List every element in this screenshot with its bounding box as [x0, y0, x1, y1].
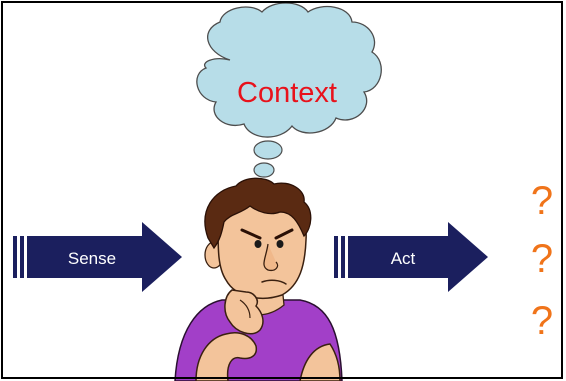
thought-bubble-small-2: [253, 162, 275, 178]
sense-arrow-shape: [27, 222, 182, 292]
person-hand: [224, 289, 264, 335]
thought-cloud: Context: [196, 2, 382, 192]
question-mark-1: ?: [531, 179, 553, 223]
person-hair: [204, 177, 312, 250]
cloud-shape: [196, 2, 382, 138]
sense-arrow: Sense: [13, 222, 182, 292]
person-arm: [195, 332, 258, 381]
thought-bubble-small-1: [253, 140, 283, 160]
act-arrow: Act: [334, 222, 488, 292]
act-arrow-shape: [348, 222, 488, 292]
question-mark-3: ?: [531, 299, 553, 343]
sense-label: Sense: [68, 249, 116, 268]
question-mark-2: ?: [531, 237, 553, 281]
question-marks: ? ? ?: [531, 179, 553, 343]
context-label: Context: [237, 77, 337, 109]
thinking-person: [174, 177, 343, 381]
act-label: Act: [391, 249, 416, 268]
